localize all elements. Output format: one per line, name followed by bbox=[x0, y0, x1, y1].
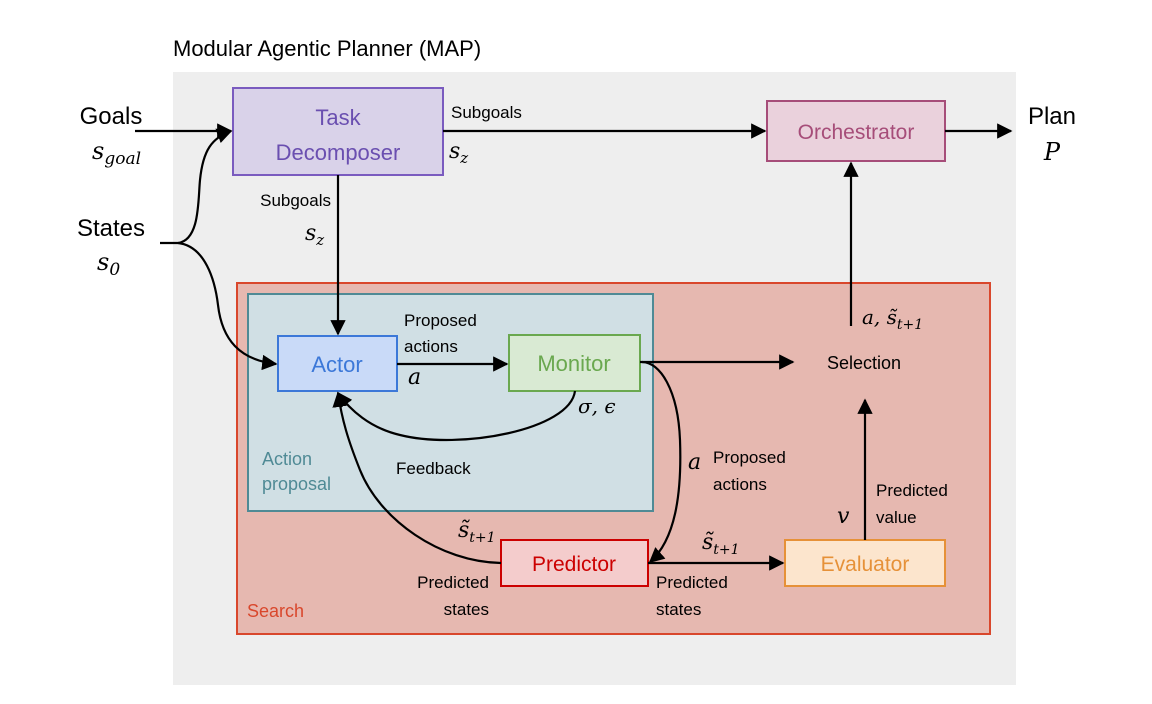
monitor-label: Monitor bbox=[537, 351, 610, 376]
states-label: States bbox=[77, 215, 145, 242]
predicted-value-line1: Predicted bbox=[876, 481, 948, 500]
states-symbol: s0 bbox=[97, 248, 120, 280]
a-actor-symbol: a bbox=[408, 365, 421, 390]
proposed-actions-1-line2: actions bbox=[404, 337, 458, 356]
proposed-actions-2-line2: actions bbox=[713, 475, 767, 494]
evaluator-label: Evaluator bbox=[821, 553, 910, 576]
selection-label: Selection bbox=[827, 353, 901, 373]
goals-label: Goals bbox=[80, 103, 143, 130]
sigma-epsilon-symbol: σ, ϵ bbox=[578, 394, 616, 418]
predicted-value-line2: value bbox=[876, 508, 917, 527]
actor-module: Actor bbox=[277, 335, 398, 392]
predicted-states-left-line2: states bbox=[444, 600, 489, 619]
arrow-monitor-feedback-to-actor bbox=[337, 390, 577, 442]
predictor-label: Predictor bbox=[532, 553, 616, 576]
search-group-label: Search bbox=[247, 601, 304, 621]
arrow-monitor-to-predictor bbox=[641, 360, 682, 564]
goals-symbol: sgoal bbox=[92, 137, 141, 169]
orchestrator-module: Orchestrator bbox=[766, 100, 946, 162]
arrow-states-to-decomposer bbox=[160, 128, 233, 245]
action-proposal-label-line2: proposal bbox=[262, 474, 331, 494]
plan-label: Plan bbox=[1028, 103, 1076, 130]
s-tilde-right-symbol: s̃t+1 bbox=[702, 530, 740, 558]
subgoals-left-label: Subgoals bbox=[260, 191, 331, 210]
predictor-module: Predictor bbox=[500, 539, 649, 587]
predicted-states-left-line1: Predicted bbox=[417, 573, 489, 592]
monitor-module: Monitor bbox=[508, 334, 641, 392]
evaluator-module: Evaluator bbox=[784, 539, 946, 587]
v-symbol: v bbox=[837, 504, 850, 529]
action-proposal-group bbox=[247, 293, 654, 512]
a-right-symbol: a bbox=[688, 450, 701, 475]
s-tilde-left-symbol: s̃t+1 bbox=[458, 518, 496, 546]
actor-label: Actor bbox=[311, 352, 362, 377]
proposed-actions-2-line1: Proposed bbox=[713, 448, 786, 467]
predicted-states-right-line2: states bbox=[656, 600, 701, 619]
task-decomposer-label-line1: Task bbox=[315, 105, 361, 130]
subgoals-top-label: Subgoals bbox=[451, 103, 522, 122]
predicted-states-right-line1: Predicted bbox=[656, 573, 728, 592]
feedback-label: Feedback bbox=[396, 459, 471, 478]
orchestrator-label: Orchestrator bbox=[798, 121, 915, 144]
action-proposal-label-line1: Action bbox=[262, 449, 312, 469]
proposed-actions-1-line1: Proposed bbox=[404, 311, 477, 330]
sz-left-symbol: sz bbox=[305, 221, 324, 249]
arrow-states-to-actor bbox=[177, 241, 278, 371]
plan-symbol: P bbox=[1043, 138, 1061, 166]
diagram-title: Modular Agentic Planner (MAP) bbox=[173, 36, 481, 61]
task-decomposer-label-line2: Decomposer bbox=[276, 140, 401, 165]
arrow-predictor-to-actor bbox=[332, 391, 502, 565]
sz-top-symbol: sz bbox=[449, 139, 468, 167]
task-decomposer-module: Task Decomposer bbox=[232, 87, 444, 176]
a-s-selection-symbol: a, s̃t+1 bbox=[862, 305, 923, 333]
